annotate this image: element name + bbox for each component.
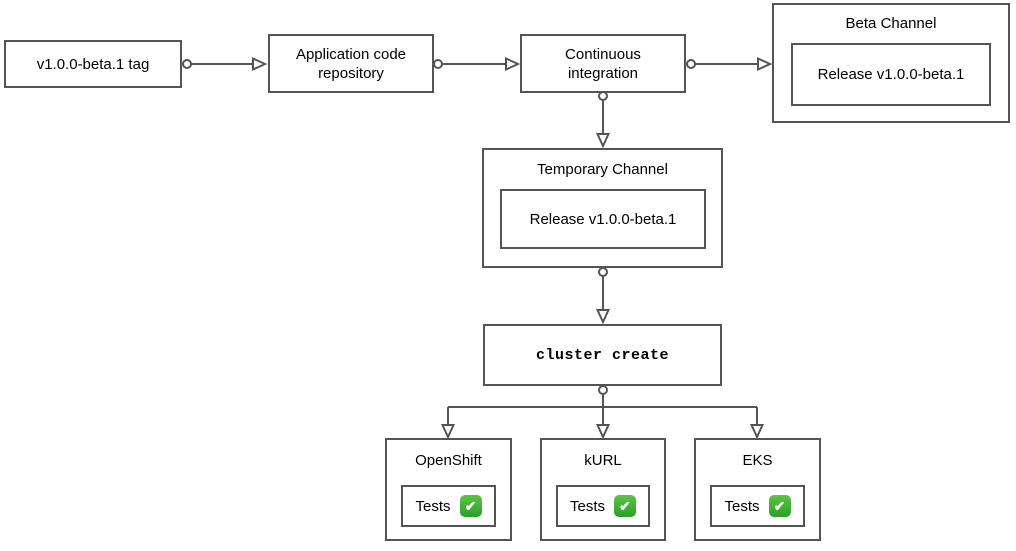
connector-ci-to-beta-channel <box>686 56 773 72</box>
beta-release-label: Release v1.0.0-beta.1 <box>817 66 965 83</box>
beta-release-box: Release v1.0.0-beta.1 <box>791 43 991 106</box>
connector-temporary-to-cluster-create <box>595 267 611 325</box>
openshift-tests-box: Tests ✔ <box>401 485 496 527</box>
connector-repository-to-ci <box>433 56 521 72</box>
kurl-tests-box: Tests ✔ <box>556 485 650 527</box>
cluster-create-label: cluster create <box>535 346 670 364</box>
node-cluster-create: cluster create <box>483 324 722 386</box>
node-kurl: kURL Tests ✔ <box>540 438 666 541</box>
openshift-title: OpenShift <box>415 452 482 469</box>
ci-label: Continuous integration <box>565 45 641 82</box>
check-mark-icon: ✔ <box>768 495 791 517</box>
temporary-release-box: Release v1.0.0-beta.1 <box>500 189 706 249</box>
eks-tests-box: Tests ✔ <box>710 485 805 527</box>
version-tag-label: v1.0.0-beta.1 tag <box>36 55 150 73</box>
eks-title: EKS <box>742 452 773 469</box>
temporary-release-label: Release v1.0.0-beta.1 <box>529 210 677 228</box>
tests-label: Tests <box>569 497 605 515</box>
tests-label: Tests <box>415 497 451 515</box>
check-mark-icon: ✔ <box>614 495 636 517</box>
temporary-channel-title: Temporary Channel <box>537 161 668 178</box>
connector-tag-to-repository <box>182 56 268 72</box>
beta-channel-title: Beta Channel <box>845 15 937 32</box>
tests-label: Tests <box>724 497 760 515</box>
node-continuous-integration: Continuous integration <box>520 34 686 93</box>
repository-label: Application code repository <box>295 45 407 82</box>
node-openshift: OpenShift Tests ✔ <box>385 438 512 541</box>
node-application-code-repository: Application code repository <box>268 34 434 93</box>
node-eks: EKS Tests ✔ <box>694 438 821 541</box>
connector-cluster-create-to-clusters <box>440 385 765 440</box>
kurl-title: kURL <box>584 452 622 469</box>
node-temporary-channel: Temporary Channel Release v1.0.0-beta.1 <box>482 148 723 268</box>
node-beta-channel: Beta Channel Release v1.0.0-beta.1 <box>772 3 1010 123</box>
connector-ci-to-temporary-channel <box>595 91 611 149</box>
node-version-tag: v1.0.0-beta.1 tag <box>4 40 182 88</box>
check-mark-icon: ✔ <box>459 495 482 517</box>
